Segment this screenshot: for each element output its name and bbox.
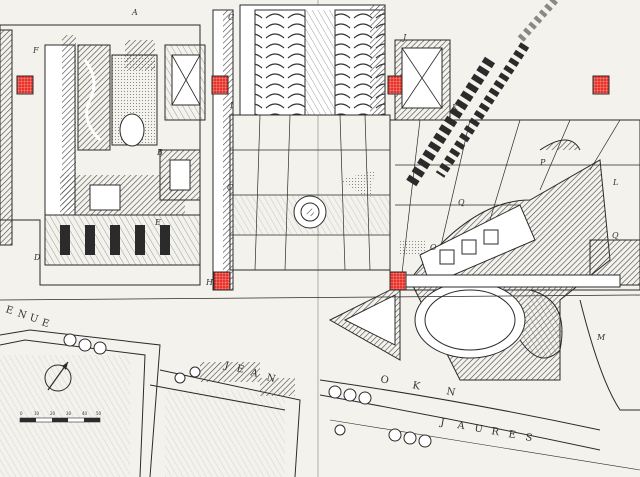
scale-tick-10: 10 [34, 411, 40, 416]
central-plaza [229, 114, 391, 271]
label-e: E [154, 218, 161, 227]
label-o: O [430, 243, 437, 252]
scale-tick-20: 20 [50, 411, 56, 416]
pavilion-right [394, 39, 451, 121]
red-marker-h [213, 271, 231, 291]
red-marker-right [592, 75, 610, 95]
street-avenue-letter-1: E [4, 304, 15, 317]
street-names: E N U E J E A N O K N J A U R E S [4, 304, 534, 444]
label-i: I [229, 101, 234, 110]
label-k: K [451, 103, 459, 112]
street-jaures-letter-5: E [507, 429, 517, 441]
label-l: L [612, 178, 618, 187]
curved-building [328, 159, 640, 411]
label-b: B [156, 148, 163, 157]
right-garden [340, 0, 640, 291]
street-jaures-letter-2: A [455, 420, 466, 432]
street-jaures-letter-1: J [438, 417, 446, 429]
scale-tick-40: 40 [82, 411, 88, 416]
street-jaures-letter-3: U [473, 423, 484, 435]
street-jean-letter-3: A [248, 367, 260, 380]
central-hall [239, 4, 386, 116]
red-marker-center [389, 271, 407, 291]
street-trees [63, 333, 432, 448]
red-marker-g [211, 75, 229, 95]
label-f: F [32, 46, 39, 55]
north-arrow [44, 361, 72, 392]
street-avenue-letter-2: N [16, 308, 29, 321]
label-j: J [401, 33, 407, 42]
street-avenue-letter-3: U [28, 312, 40, 325]
red-marker-j [387, 75, 403, 95]
label-d: D [33, 253, 41, 262]
scale-tick-0: 0 [20, 411, 23, 416]
red-marker-f [16, 75, 34, 95]
street-blocks [0, 294, 640, 477]
label-m: M [596, 333, 606, 342]
street-jean-letter-2: E [235, 363, 246, 376]
label-q2: Q [612, 231, 619, 240]
street-okn-letter-2: K [411, 380, 422, 393]
label-g: G [228, 13, 235, 22]
street-jaures-letter-4: R [490, 426, 500, 438]
pavilion-left [164, 44, 206, 121]
label-c: C [227, 183, 233, 192]
label-h: H [205, 278, 214, 287]
label-q: Q [458, 198, 465, 207]
label-a: A [131, 8, 138, 17]
street-jaures-letter-6: S [524, 432, 534, 444]
label-p: P [539, 158, 546, 167]
scale-bar: 0 10 20 30 40 50 [19, 411, 102, 423]
street-okn-letter-1: O [379, 374, 390, 387]
street-avenue-letter-4: E [40, 317, 51, 330]
scale-tick-50: 50 [96, 411, 102, 416]
street-jean-letter-4: N [265, 372, 277, 385]
zone-labels: A B C D E F G H I J K L M O P Q Q [32, 8, 619, 342]
street-jean-letter-1: J [222, 360, 231, 372]
street-okn-letter-3: N [445, 386, 457, 399]
red-markers [16, 75, 610, 291]
left-building-block [0, 24, 201, 286]
scale-tick-30: 30 [66, 411, 72, 416]
